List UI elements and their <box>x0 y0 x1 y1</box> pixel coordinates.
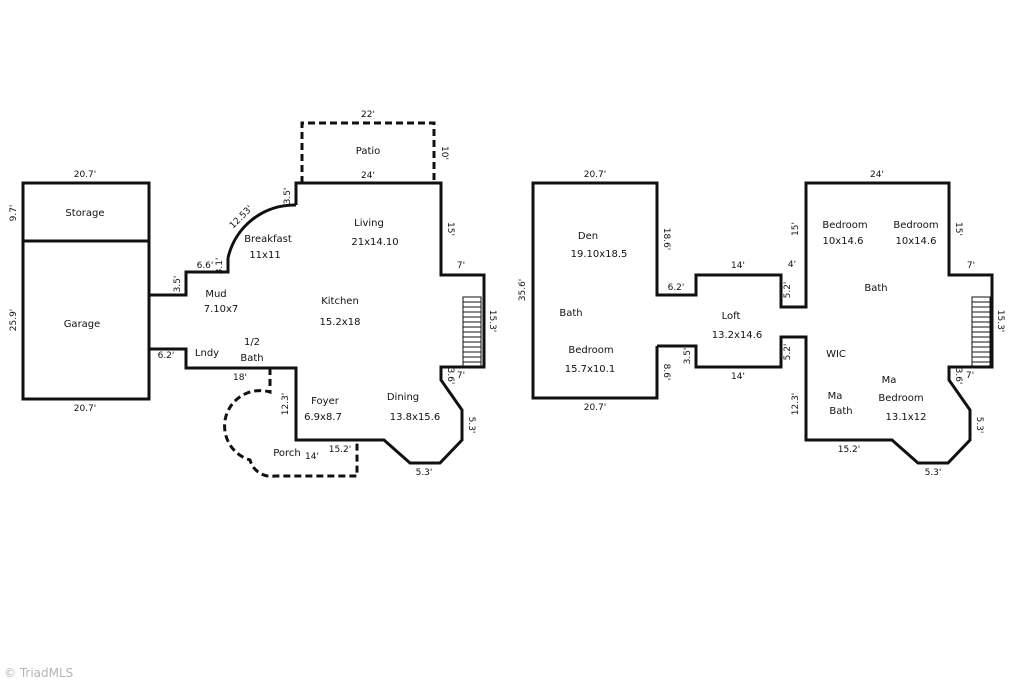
dim-mud-a: 6.6' <box>197 261 214 271</box>
mud-size: 7.10x7 <box>204 304 239 315</box>
dim-bottom-18: 18' <box>233 373 247 383</box>
half-bath-label-line1: 1/2 <box>244 337 260 348</box>
dim-loft-52a: 5.2' <box>783 282 793 299</box>
foyer-label: Foyer <box>311 396 340 407</box>
storage-label: Storage <box>65 208 104 219</box>
dim-laundry-left: 6.2' <box>158 351 175 361</box>
den-size: 19.10x18.5 <box>571 249 628 260</box>
dim-breakfast-top: 3.5' <box>283 188 293 205</box>
stairs-second-floor <box>971 296 991 368</box>
kitchen-size: 15.2x18 <box>320 317 361 328</box>
living-size: 21x14.10 <box>351 237 398 248</box>
bedroom3-size: 10x14.6 <box>896 236 937 247</box>
dim-mud-c: 3.5' <box>173 276 183 293</box>
breakfast-label: Breakfast <box>244 234 292 245</box>
dim-stairs-side: 15.3' <box>487 310 497 333</box>
ma-bath-label-line2: Bath <box>829 406 852 417</box>
dim-den-62: 6.2' <box>668 283 685 293</box>
main-house-lower-wall <box>149 347 358 442</box>
first-floor-plan: Storage Garage Patio Living 21x14.10 Bre… <box>9 110 497 478</box>
dim-dining-53b: 5.3' <box>416 468 433 478</box>
laundry-label: Lndy <box>195 348 219 359</box>
dim-storage-side: 9.7' <box>9 205 19 222</box>
half-bath-label-line2: Bath <box>240 353 263 364</box>
dim-mud-b: 3.1' <box>215 258 225 275</box>
dim-east-152: 15.2' <box>838 445 861 455</box>
dim-loft-52b: 5.2' <box>783 344 793 361</box>
bedroom2-size: 10x14.6 <box>823 236 864 247</box>
bedroom2-label: Bedroom <box>822 220 867 231</box>
dim-den-bottom: 20.7' <box>584 403 607 413</box>
ma-bedroom-label-line2: Bedroom <box>878 393 923 404</box>
dim-storage-top: 20.7' <box>74 170 97 180</box>
dim-bedroom-86: 8.6' <box>661 364 671 381</box>
ma-bedroom-size: 13.1x12 <box>886 412 927 423</box>
breakfast-size: 11x11 <box>249 250 280 261</box>
garage-room-outline <box>21 239 151 401</box>
porch-outline <box>223 368 359 478</box>
dim-loft-4: 4' <box>788 260 796 270</box>
dim-right-7: 7' <box>457 261 465 271</box>
main-house-outline <box>294 181 486 465</box>
dim-east-stairs-bottom: 7' <box>966 371 974 381</box>
bedroom-size: 15.7x10.1 <box>565 364 615 375</box>
dim-porch-152: 15.2' <box>329 445 352 455</box>
living-label: Living <box>354 218 384 229</box>
dim-right-15: 15' <box>445 222 455 236</box>
dining-label: Dining <box>387 392 419 403</box>
bath-label: Bath <box>559 308 582 319</box>
breakfast-bay-arc <box>226 203 297 259</box>
bath2-label: Bath <box>864 283 887 294</box>
dim-stairs-bottom: 7' <box>457 371 465 381</box>
dim-east-123: 12.3' <box>791 393 801 416</box>
second-floor-outline <box>531 181 994 465</box>
foyer-size: 6.9x8.7 <box>304 412 342 423</box>
bedroom-label: Bedroom <box>568 345 613 356</box>
dim-east-15b: 15' <box>953 222 963 236</box>
dining-size: 13.8x15.6 <box>390 412 440 423</box>
dim-east-36: 3.6' <box>953 368 963 385</box>
dim-east-7: 7' <box>967 261 975 271</box>
ma-bedroom-label-line1: Ma <box>882 375 897 386</box>
dim-foyer-123: 12.3' <box>281 393 291 416</box>
dim-garage-side: 25.9' <box>9 309 19 332</box>
dim-living-top: 24' <box>361 171 375 181</box>
bedroom3-label: Bedroom <box>893 220 938 231</box>
dim-dining-53a: 5.3' <box>466 417 476 434</box>
patio-label: Patio <box>356 146 381 157</box>
dim-east-stairs-side: 15.3' <box>995 310 1005 333</box>
dim-breakfast-arc: 12.53' <box>228 204 255 231</box>
dim-patio-side: 10' <box>439 146 449 160</box>
wic-label: WIC <box>826 349 846 360</box>
dim-left-356: 35.6' <box>518 279 528 302</box>
dim-garage-bottom: 20.7' <box>74 404 97 414</box>
garage-label: Garage <box>64 319 101 330</box>
stairs-first-floor <box>462 296 482 368</box>
mud-wall-upper <box>149 258 230 297</box>
dim-den-top: 20.7' <box>584 170 607 180</box>
dim-patio-top: 22' <box>361 110 375 120</box>
dim-east-top: 24' <box>870 170 884 180</box>
den-label: Den <box>578 231 598 242</box>
loft-label: Loft <box>722 311 741 322</box>
dim-bedroom-35: 3.5' <box>683 348 693 365</box>
triadmls-watermark: © TriadMLS <box>4 666 73 680</box>
mud-label: Mud <box>205 289 226 300</box>
second-floor-plan: Den 19.10x18.5 Bath Bedroom 15.7x10.1 Lo… <box>518 170 1005 478</box>
dim-loft-top: 14' <box>731 261 745 271</box>
dim-east-53b: 5.3' <box>925 468 942 478</box>
dim-den-186: 18.6' <box>661 228 671 251</box>
dim-east-53a: 5.3' <box>974 417 984 434</box>
dim-porch-14: 14' <box>305 452 319 462</box>
ma-bath-label-line1: Ma <box>828 391 843 402</box>
loft-size: 13.2x14.6 <box>712 330 762 341</box>
patio-outline <box>300 121 436 183</box>
dim-east-15a: 15' <box>791 222 801 236</box>
kitchen-label: Kitchen <box>321 296 359 307</box>
dim-loft-bottom: 14' <box>731 372 745 382</box>
dim-dining-36: 3.6' <box>445 368 455 385</box>
porch-label: Porch <box>273 448 301 459</box>
